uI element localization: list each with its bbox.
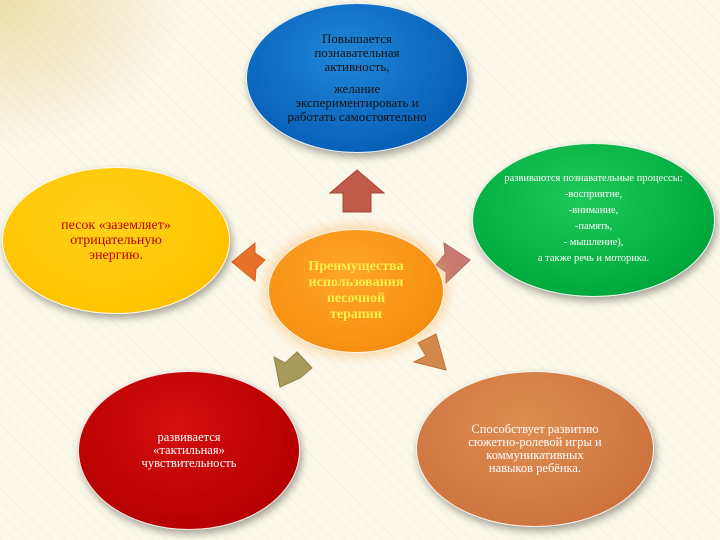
text-line: отрицательную [70,233,162,248]
text-line: познавательная [314,45,400,60]
text-line: работать самостоятельно [287,109,427,124]
text-line: навыков ребёнка. [488,461,582,475]
text-line: активность, [324,59,390,74]
benefit-cognitive-activity: Повышается познавательная активность, же… [246,3,468,153]
text-line: желание [333,81,381,96]
text-line: а также речь и моторика. [537,253,650,264]
text-line: сюжетно-ролевой игры и [468,435,602,449]
benefit-grounding: песок «заземляет» отрицательную энергию. [2,167,230,314]
title-line: Преимущества [308,259,404,274]
text-line: - мышление), [563,237,624,248]
text-line: развиваются познавательные процессы: [504,173,683,184]
text-line: -восприятие, [564,189,623,200]
text-line: энергию. [89,248,143,263]
text-line: Повышается [322,31,392,46]
title-line: песочной [326,291,386,306]
arrow-left-icon [231,241,266,282]
title-line: использования [308,275,404,290]
benefit-tactile-sensitivity: развивается «тактильная» чувствительност… [78,371,300,530]
benefit-role-play: Способствует развитию сюжетно-ролевой иг… [416,371,654,527]
text-line: коммуникативных [486,448,584,462]
arrow-up-icon [328,169,386,213]
benefit-cognitive-processes: развиваются познавательные процессы: -во… [472,143,715,297]
text-line: экспериментировать и [295,95,419,110]
text-line: Способствует развитию [471,422,599,436]
text-line: -внимание, [568,205,619,216]
text-line: «тактильная» [153,443,225,457]
title-line: терапии [330,307,382,322]
arrow-bottom-left-icon [273,351,313,388]
text-line: песок «заземляет» [61,218,171,233]
center-title: Преимущества использования песочной тера… [268,229,444,353]
arrow-bottom-right-icon [412,333,447,371]
text-line: -память, [574,221,613,232]
text-line: чувствительность [141,456,237,470]
text-line: развивается [157,430,221,444]
background-corner-glow [0,0,190,150]
